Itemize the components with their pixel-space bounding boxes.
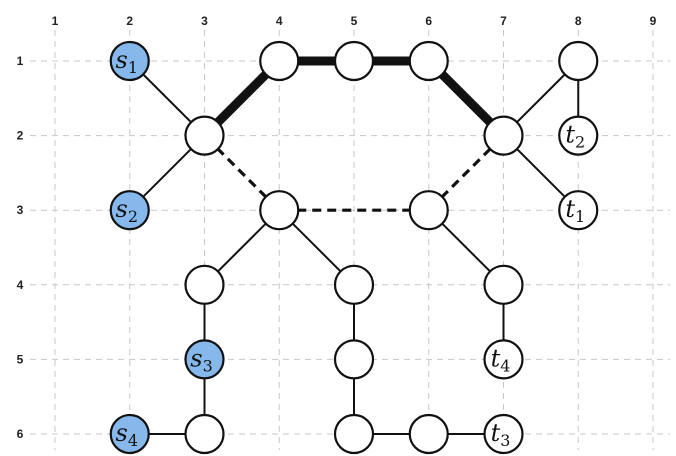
axis-labels: 1 2 3 4 5 6 7 8 9 1 2 3 4 5 6 [17,14,657,441]
node-circle [333,339,375,380]
node-circle [558,115,599,156]
node-circle [408,190,449,231]
node-s2: s2 [109,190,150,231]
node-n72 [483,115,524,156]
node-n81 [558,40,599,82]
column-label: 6 [425,14,432,28]
node-n51 [333,40,375,82]
node-label: s1 [115,46,138,77]
column-label: 3 [201,14,208,28]
node-n66 [408,413,449,455]
row-label: 6 [17,427,24,441]
node-t4: t4 [483,339,524,380]
row-label: 2 [17,129,24,143]
node-label: s2 [115,195,138,226]
column-label: 8 [575,14,582,28]
node-label: t2 [565,121,585,152]
node-s1: s1 [109,40,150,82]
node-circle [259,190,300,231]
node-circle [184,264,225,305]
node-label-subscript: 3 [500,431,510,450]
node-n43 [259,190,300,231]
node-t2: t2 [558,115,599,156]
node-circle [109,190,150,231]
node-circle [333,413,375,455]
node-circle [483,264,524,305]
node-label: t1 [565,195,585,226]
node-n36 [184,413,225,455]
node-n34 [184,264,225,305]
node-label-subscript: 3 [203,356,213,375]
node-s4: s4 [109,413,150,455]
node-label-letter: s [190,344,202,372]
column-label: 9 [650,14,657,28]
column-label: 7 [500,14,507,28]
node-label-letter: s [115,195,127,223]
node-label-subscript: 4 [500,356,510,375]
column-label: 2 [126,14,133,28]
edge-n32-n43 [216,147,268,199]
edge-n63-n72 [440,147,492,199]
node-label-subscript: 2 [128,207,138,226]
node-circle [109,40,150,82]
node-label: t4 [491,344,511,375]
node-circle [408,413,449,455]
edge-n61-n72 [438,70,494,127]
node-n32 [184,115,225,156]
node-n54 [333,264,375,305]
node-circle [558,40,599,82]
node-n74 [483,264,524,305]
row-label: 5 [17,352,24,366]
node-label-subscript: 1 [575,207,585,226]
node-circle [408,40,449,82]
node-label: t3 [491,419,511,450]
node-label-letter: t [491,344,501,372]
node-label: s4 [115,419,138,450]
node-label-subscript: 2 [575,133,585,152]
node-n56 [333,413,375,455]
node-label: s3 [190,344,213,375]
column-label: 5 [351,14,358,28]
node-circle [483,339,524,380]
node-circle [184,339,225,380]
node-label-letter: s [115,46,127,74]
node-t3: t3 [483,413,524,455]
node-label-letter: s [115,419,127,447]
node-label-letter: t [565,195,575,223]
node-label-letter: t [565,121,575,149]
edge-n32-n41 [214,70,270,127]
row-label: 4 [17,278,24,292]
node-n63 [408,190,449,231]
node-circle [109,413,150,455]
node-circle [333,40,375,82]
grid-layer [30,30,670,450]
node-circle [259,40,300,82]
node-circle [483,413,524,455]
row-label: 3 [17,203,24,217]
node-n41 [259,40,300,82]
node-circle [184,413,225,455]
column-label: 4 [276,14,283,28]
node-circle [483,115,524,156]
node-circle [558,190,599,231]
node-t1: t1 [558,190,599,231]
node-label-subscript: 4 [128,431,138,450]
node-n61 [408,40,449,82]
node-label-subscript: 1 [128,58,138,77]
row-label: 1 [17,54,24,68]
node-n55 [333,339,375,380]
column-label: 1 [52,14,59,28]
node-label-letter: t [491,419,501,447]
node-s3: s3 [184,339,225,380]
node-circle [184,115,225,156]
node-circle [333,264,375,305]
